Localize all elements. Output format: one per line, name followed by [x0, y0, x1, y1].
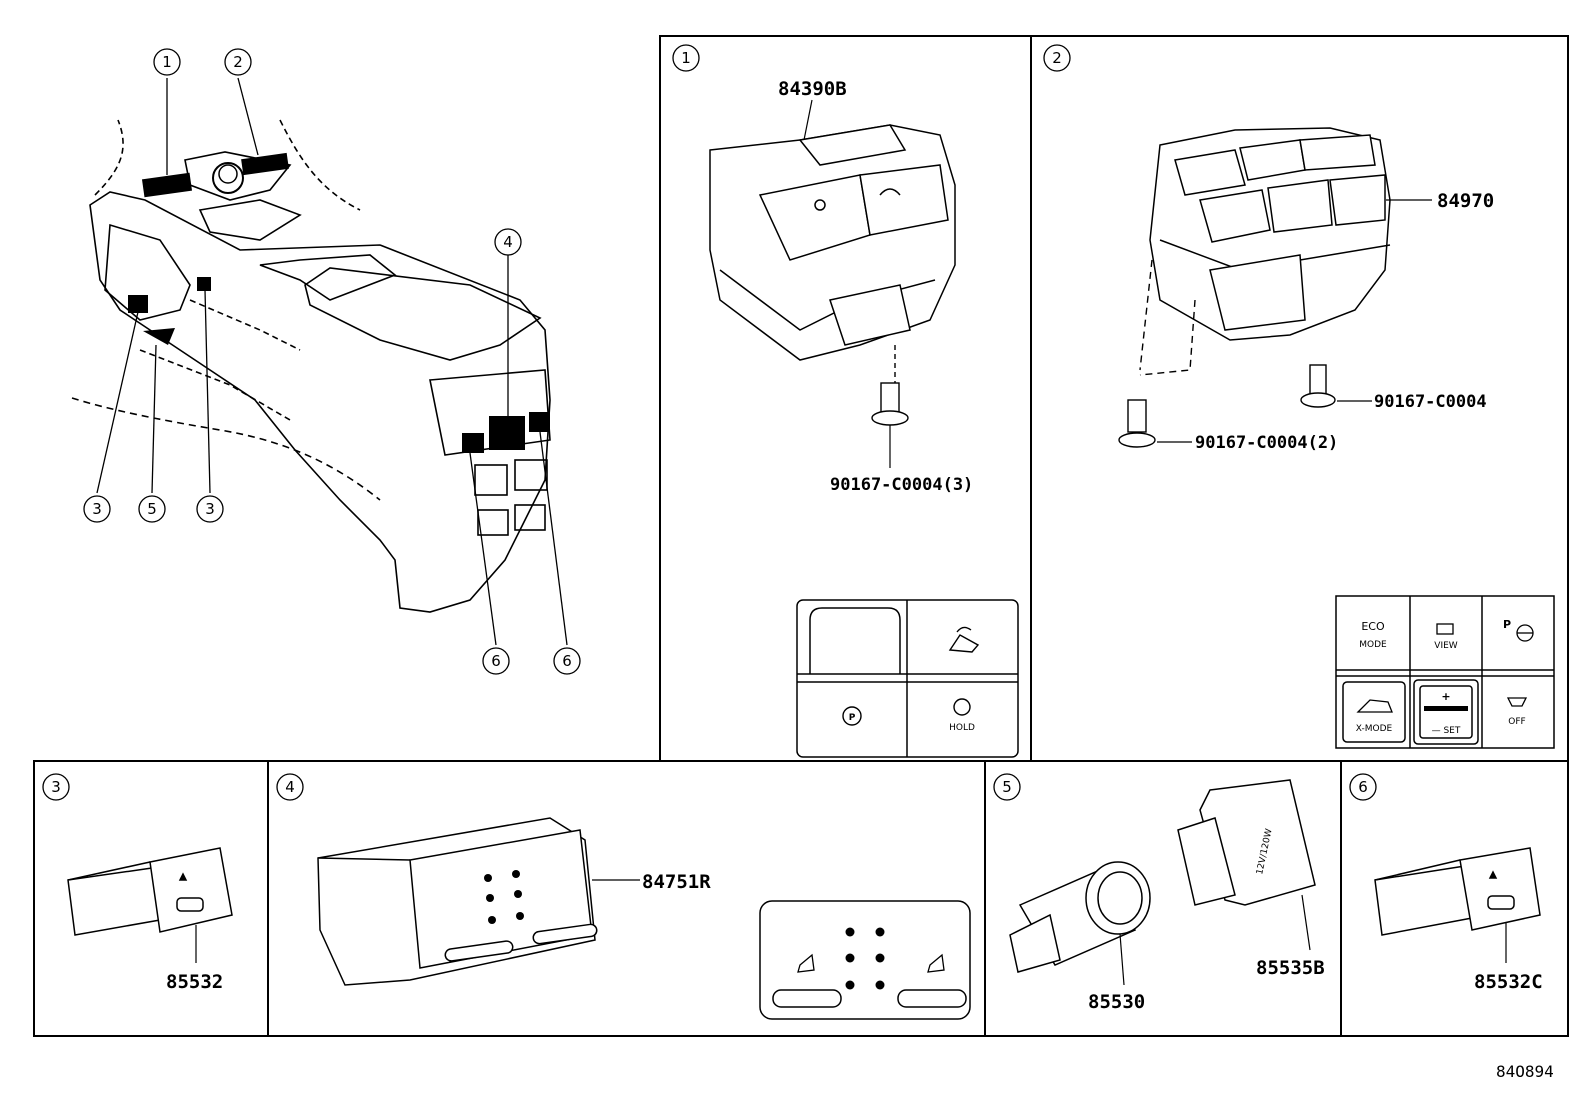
cruise-icon [948, 626, 980, 653]
seat-heater-legend [759, 900, 971, 1020]
usb-port-85532C-drawing [1374, 847, 1541, 936]
switch-84970-drawing [1149, 127, 1391, 341]
part-90167-C0004-3-label: 90167-C0004(3) [830, 475, 973, 495]
steering-wheel-icon [1516, 624, 1534, 642]
panel-5: 5 85530 12V/120W 85535B [993, 773, 1325, 1013]
part-84390B-label: 84390B [778, 78, 847, 100]
panel-2-number: 2 [1052, 49, 1062, 67]
traction-control-icon [1506, 697, 1528, 707]
part-90167-C0004-2-label: 90167-C0004(2) [1195, 433, 1338, 453]
screw-90167-drawing-p1 [871, 345, 909, 426]
screws-90167-drawing-p2 [1118, 259, 1336, 448]
panel-5-number: 5 [1002, 778, 1012, 796]
socket-cap-85535B-drawing [1177, 779, 1316, 906]
brake-hold-icon: HOLD [949, 698, 975, 733]
panel-6-number: 6 [1358, 778, 1368, 796]
part-85532-label: 85532 [166, 971, 223, 993]
right-seat-heat-icon [927, 953, 945, 973]
speed-bar-icon [1424, 706, 1468, 711]
parking-brake-icon: P [842, 706, 862, 726]
callout-6a: 6 [491, 652, 501, 670]
overview-callouts: 1 2 4 3 5 3 6 6 [83, 48, 581, 675]
panel-2: 2 84970 90167-C0004 90167-C0004(2) [1043, 44, 1555, 749]
usb-port-85532-drawing [67, 847, 233, 936]
view-label: VIEW [1434, 641, 1457, 651]
callout-1: 1 [162, 53, 172, 71]
part-85530-label: 85530 [1088, 991, 1145, 1013]
panel-4-number: 4 [285, 778, 295, 796]
diagram-id: 84O894 [1496, 1062, 1554, 1081]
panel-frames [33, 35, 1569, 1037]
overview-switch-markers [128, 152, 550, 453]
off-label: OFF [1508, 717, 1525, 727]
p-label: P [1503, 618, 1511, 631]
part-84970-label: 84970 [1437, 190, 1494, 212]
eco-label: ECO [1361, 620, 1385, 633]
panel-1: 1 84390B 90167-C0004(3) [672, 44, 1019, 758]
camera-view-icon [1436, 623, 1454, 635]
panel-3: 3 85532 [42, 773, 233, 993]
seat-heater-switch-84751R-drawing [317, 817, 598, 986]
part-84751R-label: 84751R [642, 871, 711, 893]
console-overview [71, 119, 551, 613]
x-mode-icon [1356, 699, 1393, 713]
callout-4: 4 [503, 233, 513, 251]
svg-text:P: P [849, 713, 856, 723]
panel-4: 4 84751R [276, 773, 971, 1020]
callout-6b: 6 [562, 652, 572, 670]
x-mode-label: X-MODE [1356, 724, 1393, 734]
panel-1-number: 1 [681, 49, 691, 67]
callout-5: 5 [147, 500, 157, 518]
plus-label: + [1441, 690, 1450, 703]
callout-2: 2 [233, 53, 243, 71]
panel-3-number: 3 [51, 778, 61, 796]
set-label: — SET [1432, 726, 1461, 736]
switch-84390B-legend [796, 599, 1019, 758]
overview-leaders [96, 77, 568, 646]
left-seat-heat-icon [797, 953, 815, 973]
switch-84970-legend [1335, 595, 1555, 749]
hold-label: HOLD [949, 723, 975, 733]
panel-6: 6 85532C [1349, 773, 1543, 993]
callout-3b: 3 [205, 500, 215, 518]
power-socket-85530-drawing [1009, 861, 1151, 973]
switch-84390B-drawing [709, 124, 956, 361]
callout-3a: 3 [92, 500, 102, 518]
eco-mode-label: MODE [1359, 640, 1387, 650]
part-85535B-label: 85535B [1256, 957, 1325, 979]
legend-heater-dots [845, 927, 885, 990]
part-85532C-label: 85532C [1474, 971, 1543, 993]
seat-heater-dots [484, 870, 524, 924]
part-90167-C0004-label: 90167-C0004 [1374, 392, 1487, 412]
